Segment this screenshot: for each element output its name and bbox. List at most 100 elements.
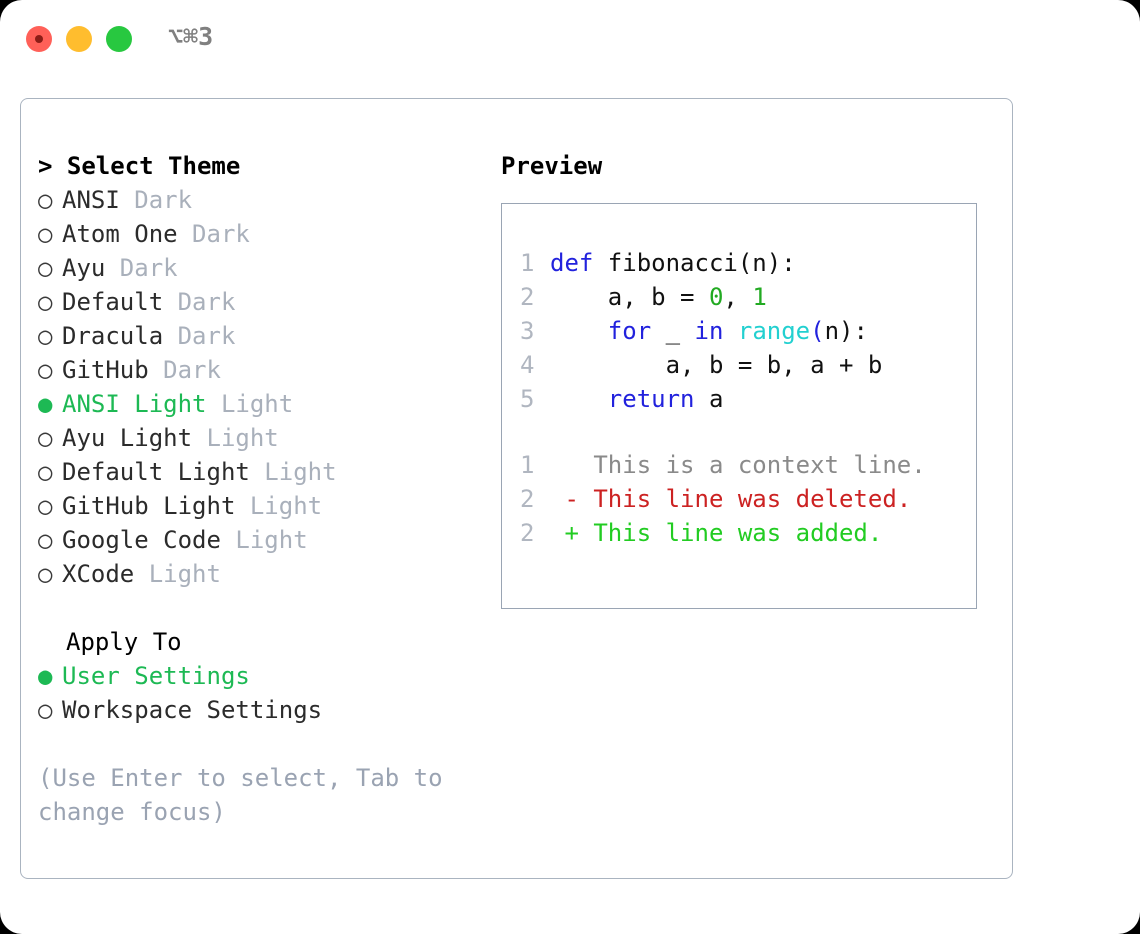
code-line: 3 for _ in range(n):: [520, 314, 970, 348]
code-token: n):: [824, 317, 868, 345]
theme-option-kind: Dark: [163, 288, 236, 316]
theme-option-default[interactable]: ○ Default Dark: [38, 285, 478, 319]
theme-option-kind: Dark: [105, 254, 178, 282]
theme-option-ayu[interactable]: ○ Ayu Dark: [38, 251, 478, 285]
apply-to-list: ●User Settings○Workspace Settings: [38, 659, 478, 727]
code-line-number: 5: [520, 385, 535, 413]
theme-option-google-code[interactable]: ○ Google Code Light: [38, 523, 478, 557]
theme-option-label: ANSI: [62, 186, 120, 214]
theme-option-label: Default Light: [62, 458, 250, 486]
theme-option-label: Ayu Light: [62, 424, 193, 452]
theme-option-kind: Light: [220, 526, 308, 554]
code-token: fibonacci: [593, 249, 738, 277]
close-window-button[interactable]: [26, 26, 52, 52]
code-token: def: [550, 249, 594, 277]
apply-to-option-workspace-settings[interactable]: ○Workspace Settings: [38, 693, 478, 727]
code-token: in: [694, 317, 724, 345]
theme-option-label: Ayu: [62, 254, 106, 282]
help-hint-text: (Use Enter to select, Tab to change focu…: [38, 764, 458, 826]
radio-selected-icon: ●: [38, 390, 53, 418]
preview-heading: Preview: [501, 152, 603, 180]
theme-option-github-light[interactable]: ○GitHub Light Light: [38, 489, 478, 523]
theme-option-label: GitHub Light: [62, 492, 236, 520]
theme-option-ansi-light[interactable]: ● ANSI Light Light: [38, 387, 478, 421]
code-token: [550, 385, 608, 413]
theme-option-kind: Light: [249, 458, 337, 486]
radio-unselected-icon: ○: [38, 424, 53, 452]
theme-option-default-light[interactable]: ○ Default Light Light: [38, 455, 478, 489]
theme-picker-column: > Select Theme ○ANSI Dark○Atom One Dark○…: [38, 149, 478, 829]
diff-line: 2 + This line was added.: [520, 516, 970, 550]
theme-option-kind: Light: [235, 492, 323, 520]
diff-line-text: This is a context line.: [550, 451, 926, 479]
theme-option-atom-one[interactable]: ○Atom One Dark: [38, 217, 478, 251]
theme-option-ayu-light[interactable]: ○Ayu Light Light: [38, 421, 478, 455]
code-token: 0: [708, 283, 724, 311]
theme-option-label: Dracula: [62, 322, 164, 350]
apply-to-option-label: User Settings: [62, 662, 250, 690]
code-line: 2 a, b = 0, 1: [520, 280, 970, 314]
radio-unselected-icon: ○: [38, 288, 53, 316]
maximize-window-button[interactable]: [106, 26, 132, 52]
code-line-number: 3: [520, 317, 535, 345]
minimize-window-button[interactable]: [66, 26, 92, 52]
diff-line: 2 - This line was deleted.: [520, 482, 970, 516]
code-token: a, b =: [550, 283, 709, 311]
theme-option-label: Default: [62, 288, 164, 316]
diff-line-text: + This line was added.: [550, 519, 883, 547]
radio-unselected-icon: ○: [38, 254, 53, 282]
code-line: 4 a, b = b, a + b: [520, 348, 970, 382]
theme-option-label: Google Code: [62, 526, 221, 554]
diff-sample: 1 This is a context line.2 - This line w…: [520, 448, 970, 550]
apply-to-heading: Apply To: [66, 628, 182, 656]
code-token: for: [607, 317, 652, 345]
apply-to-option-label: Workspace Settings: [62, 696, 323, 724]
code-token: a, b = b, a + b: [550, 351, 883, 379]
theme-option-kind: Dark: [163, 322, 236, 350]
radio-unselected-icon: ○: [38, 458, 53, 486]
code-token: _: [651, 317, 695, 345]
code-token: [550, 317, 608, 345]
theme-option-ansi[interactable]: ○ ANSI Dark: [38, 183, 478, 217]
code-token: [723, 317, 737, 345]
radio-unselected-icon: ○: [38, 526, 53, 554]
theme-option-label: Atom One: [62, 220, 178, 248]
diff-line-number: 2: [520, 485, 535, 513]
diff-line-text: - This line was deleted.: [550, 485, 912, 513]
keyboard-shortcut-label: ⌥⌘3: [168, 22, 214, 51]
theme-option-kind: Dark: [148, 356, 221, 384]
code-token: return: [607, 385, 695, 413]
radio-unselected-icon: ○: [38, 356, 53, 384]
radio-unselected-icon: ○: [38, 322, 53, 350]
code-token: a: [694, 385, 724, 413]
apply-to-option-user-settings[interactable]: ●User Settings: [38, 659, 478, 693]
code-line-number: 1: [520, 249, 535, 277]
code-token: range: [737, 317, 811, 345]
title-bar: ⌥⌘3: [0, 0, 1140, 78]
theme-option-kind: Light: [134, 560, 221, 588]
select-theme-heading: > Select Theme: [38, 152, 241, 180]
radio-unselected-icon: ○: [38, 186, 53, 214]
diff-line-number: 2: [520, 519, 535, 547]
diff-line: 1 This is a context line.: [520, 448, 970, 482]
code-line-number: 2: [520, 283, 535, 311]
radio-unselected-icon: ○: [38, 560, 53, 588]
theme-option-label: ANSI Light: [62, 390, 207, 418]
theme-option-kind: Light: [206, 390, 294, 418]
content-panel: > Select Theme ○ANSI Dark○Atom One Dark○…: [20, 98, 1013, 879]
theme-option-label: GitHub: [62, 356, 149, 384]
code-line: 5 return a: [520, 382, 970, 416]
theme-option-github[interactable]: ○ GitHub Dark: [38, 353, 478, 387]
code-line-number: 4: [520, 351, 535, 379]
code-token: 1: [752, 283, 767, 311]
theme-option-kind: Dark: [119, 186, 193, 214]
theme-list: ○ ANSI Dark ○ Atom One Dark ○ Ayu Dark ○ Defaul…: [38, 183, 478, 591]
theme-option-dracula[interactable]: ○ Dracula Dark: [38, 319, 478, 353]
code-token: ,: [723, 283, 753, 311]
radio-unselected-icon: ○: [38, 220, 53, 248]
theme-option-xcode[interactable]: ○XCode Light: [38, 557, 478, 591]
